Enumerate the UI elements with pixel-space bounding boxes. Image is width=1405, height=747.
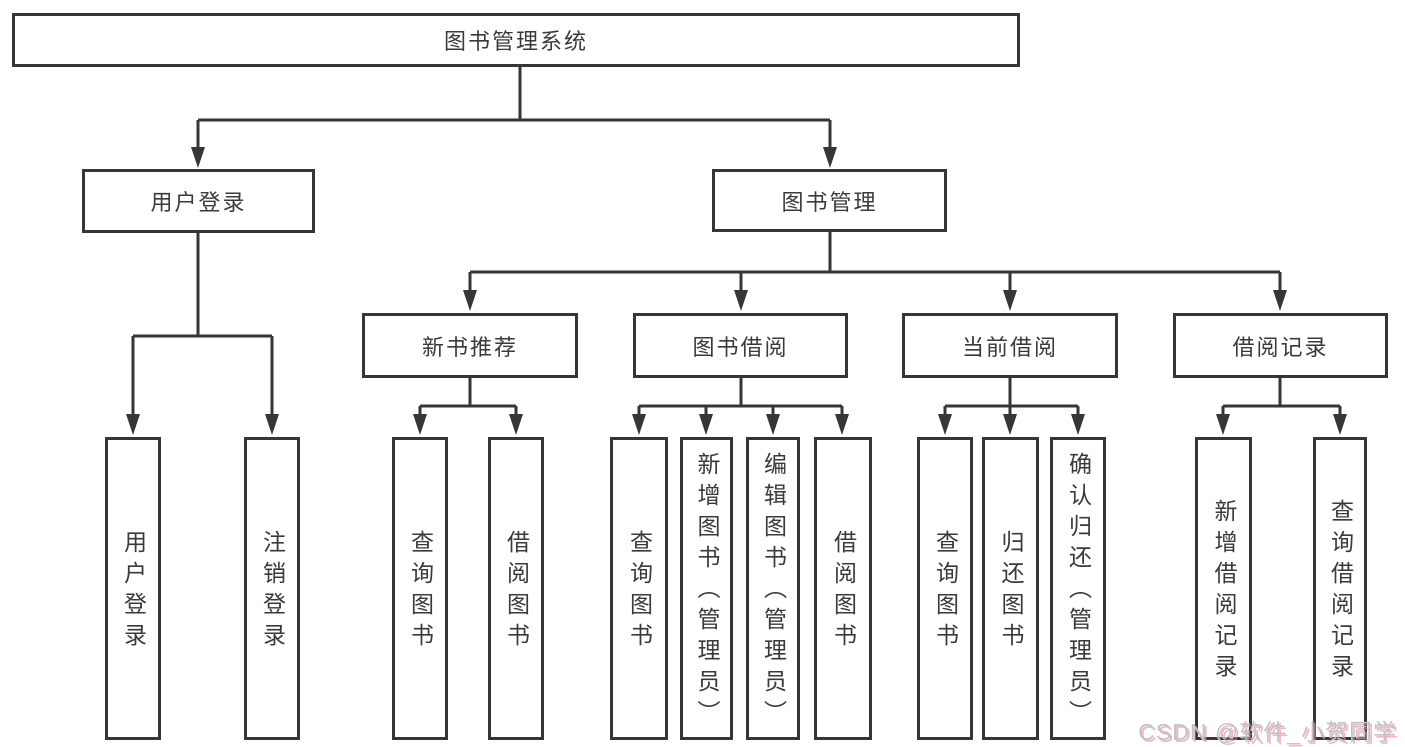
- leaf-query-books-recommend: 查询图书: [392, 437, 448, 740]
- node-root: 图书管理系统: [12, 13, 1020, 67]
- leaf-edit-books-admin: 编辑图书（管理员）: [746, 437, 800, 740]
- leaf-logout: 注销登录: [244, 437, 300, 740]
- node-borrowing-records: 借阅记录: [1173, 313, 1388, 378]
- node-current-borrowing: 当前借阅: [902, 313, 1118, 378]
- leaf-borrow-books: 借阅图书: [814, 437, 872, 740]
- leaf-return-books: 归还图书: [982, 437, 1039, 740]
- leaf-query-borrow-record: 查询借阅记录: [1313, 437, 1367, 740]
- leaf-confirm-return-admin: 确认归还（管理员）: [1050, 437, 1106, 740]
- node-book-management: 图书管理: [712, 169, 947, 232]
- csdn-watermark: CSDN @软件_小贺同学: [1138, 719, 1397, 745]
- leaf-query-books-current: 查询图书: [917, 437, 973, 740]
- node-book-borrowing: 图书借阅: [633, 313, 848, 378]
- leaf-add-books-admin: 新增图书（管理员）: [680, 437, 733, 740]
- leaf-borrow-books-recommend: 借阅图书: [488, 437, 544, 740]
- leaf-user-login: 用户登录: [105, 437, 161, 740]
- node-new-book-recommend: 新书推荐: [362, 313, 578, 378]
- leaf-query-books-borrowing: 查询图书: [610, 437, 668, 740]
- node-user-login: 用户登录: [82, 169, 315, 233]
- leaf-add-borrow-record: 新增借阅记录: [1195, 437, 1252, 740]
